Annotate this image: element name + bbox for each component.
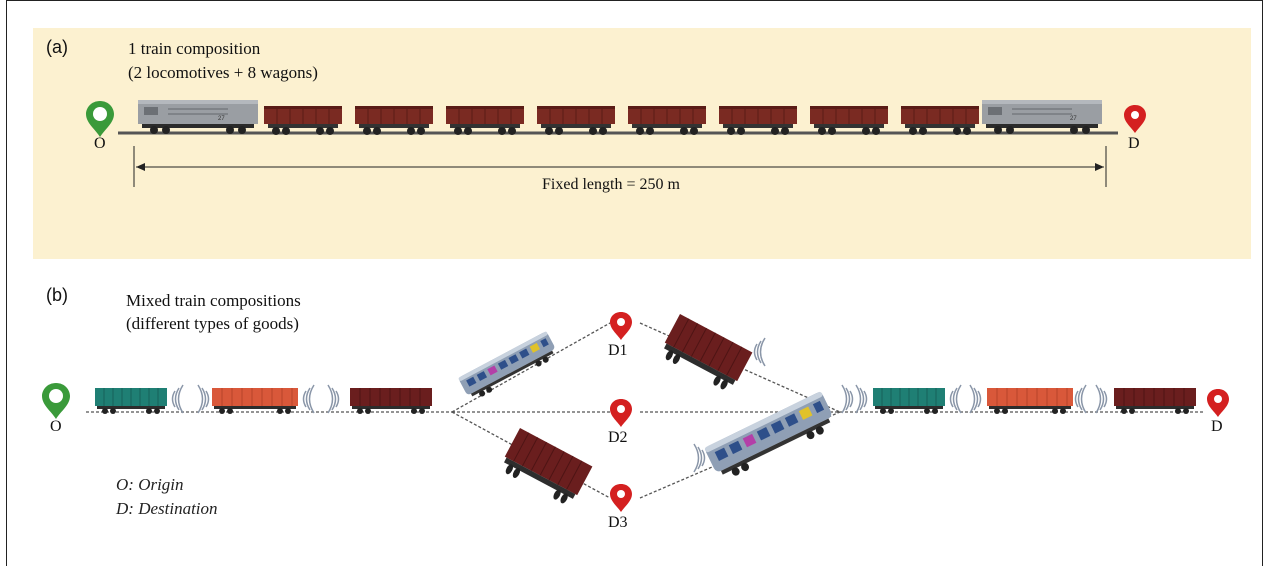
d1-label: D1 bbox=[608, 342, 628, 359]
panel-b-title-line2: (different types of goods) bbox=[126, 314, 299, 333]
wagon-4 bbox=[536, 105, 616, 136]
d3-label: D3 bbox=[608, 514, 628, 531]
wagon-8 bbox=[900, 105, 980, 136]
panel-b-label: (b) bbox=[46, 285, 68, 305]
wagon-to-d3 bbox=[497, 427, 594, 509]
panel-a-destination-label: D bbox=[1128, 135, 1140, 152]
wagon-maroon-right bbox=[1113, 387, 1197, 415]
destination-pin-icon-b bbox=[1207, 389, 1229, 417]
track-branch-d1 bbox=[451, 322, 611, 413]
wagon-teal-left bbox=[94, 387, 168, 415]
signal-icon bbox=[302, 384, 315, 414]
wagon-teal-right bbox=[872, 387, 946, 415]
panel-b-destination-label: D bbox=[1211, 418, 1223, 435]
d3-pin-icon bbox=[610, 484, 632, 512]
signal-icon bbox=[327, 384, 340, 414]
signal-icon bbox=[969, 384, 982, 414]
panel-b-title-line1: Mixed train compositions bbox=[126, 291, 301, 310]
locomotive-rear bbox=[982, 100, 1102, 134]
panel-a-train: 27 27 bbox=[86, 100, 1146, 187]
panel-a-label: (a) bbox=[46, 37, 68, 57]
wagon-7 bbox=[809, 105, 889, 136]
d1-pin-icon bbox=[610, 312, 632, 340]
panel-b-network bbox=[42, 312, 1229, 512]
wagon-6 bbox=[718, 105, 798, 136]
figure-frame bbox=[6, 0, 1263, 566]
d2-pin-icon bbox=[610, 399, 632, 427]
destination-pin-icon-a bbox=[1124, 105, 1146, 133]
wagon-1 bbox=[263, 105, 343, 136]
d2-label: D2 bbox=[608, 429, 628, 446]
panel-a-background bbox=[33, 28, 1251, 259]
signal-icon bbox=[171, 384, 184, 414]
signal-icon bbox=[753, 337, 766, 367]
origin-pin-icon-a bbox=[86, 101, 114, 137]
wagon-maroon-left bbox=[349, 387, 433, 415]
locomotive-front bbox=[138, 100, 258, 134]
legend-origin: O: Origin bbox=[116, 475, 184, 494]
legend-destination: D: Destination bbox=[116, 499, 218, 518]
wagon-5 bbox=[627, 105, 707, 136]
signal-icon bbox=[949, 384, 962, 414]
dimension-label: Fixed length = 250 m bbox=[542, 176, 680, 193]
passenger-car-to-d1 bbox=[458, 331, 560, 403]
panel-a-title-line1: 1 train composition bbox=[128, 39, 261, 58]
arrowhead-left-icon bbox=[136, 163, 145, 171]
wagon-2 bbox=[354, 105, 434, 136]
signal-icon bbox=[855, 384, 868, 414]
arrowhead-right-icon bbox=[1095, 163, 1104, 171]
signal-icon bbox=[693, 443, 706, 473]
wagon-to-d1 bbox=[657, 313, 754, 395]
signal-icon bbox=[1074, 384, 1087, 414]
wagon-orange-left bbox=[211, 387, 299, 415]
panel-b-origin-label: O bbox=[50, 418, 62, 435]
loco-number-rear: 27 bbox=[1070, 116, 1077, 122]
loco-number-front: 27 bbox=[218, 116, 225, 122]
signal-icon bbox=[1095, 384, 1108, 414]
wagon-3 bbox=[445, 105, 525, 136]
signal-icon bbox=[841, 384, 854, 414]
wagon-orange-right bbox=[986, 387, 1074, 415]
panel-a-title-line2: (2 locomotives + 8 wagons) bbox=[128, 63, 318, 82]
signal-icon bbox=[197, 384, 210, 414]
origin-pin-icon-b bbox=[42, 383, 70, 419]
panel-a-origin-label: O bbox=[94, 135, 106, 152]
passenger-car-merge bbox=[704, 391, 839, 484]
